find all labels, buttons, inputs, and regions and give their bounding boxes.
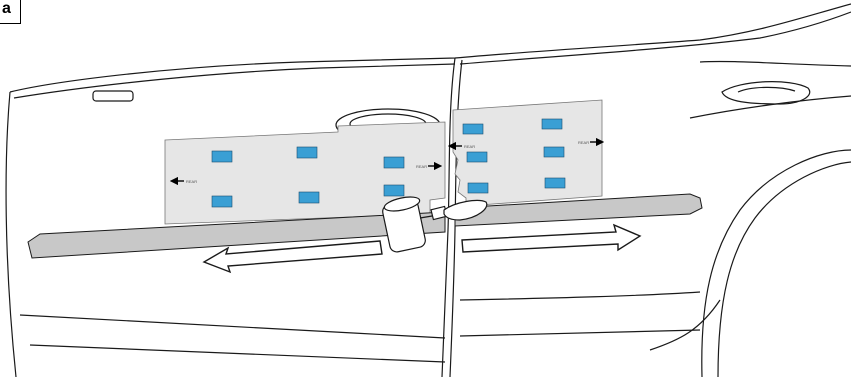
adhesive-pad <box>384 185 404 196</box>
adhesive-pad <box>299 192 319 203</box>
adhesive-pad <box>212 151 232 162</box>
direction-label-left: REAR <box>186 179 197 184</box>
adhesive-pad <box>542 119 562 129</box>
adhesive-pad <box>463 124 483 134</box>
direction-label-rear-left: REAR <box>464 144 475 149</box>
adhesive-pad <box>544 147 564 157</box>
direction-label-far-right: REAR <box>578 140 589 145</box>
press-arrow-right <box>462 225 640 252</box>
mirror-marker <box>93 91 133 101</box>
direction-label-center: REAR <box>416 164 427 169</box>
adhesive-pad <box>212 196 232 207</box>
adhesive-pad <box>467 152 487 162</box>
adhesive-pad <box>545 178 565 188</box>
adhesive-pad <box>297 147 317 158</box>
rear-door-handle <box>722 82 810 104</box>
adhesive-pad <box>468 183 488 193</box>
adhesive-pad <box>384 157 404 168</box>
